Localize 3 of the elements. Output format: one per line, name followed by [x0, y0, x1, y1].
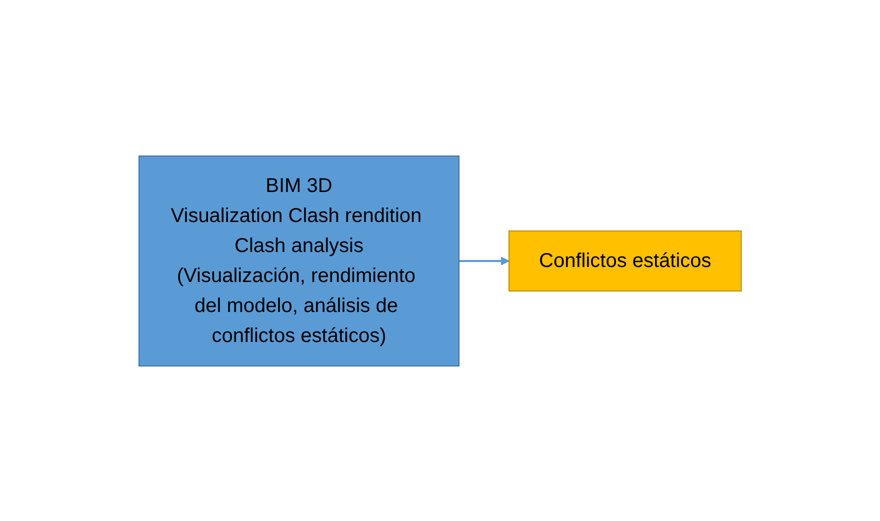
arrow	[458, 256, 510, 265]
node-box: Conflictos estáticos	[508, 230, 742, 291]
node-box: BIM 3D Visualization Clash rendition Clash analysis (Visualización, rendimiento del modelo, análisis de conflictos estáticos)	[138, 155, 460, 366]
